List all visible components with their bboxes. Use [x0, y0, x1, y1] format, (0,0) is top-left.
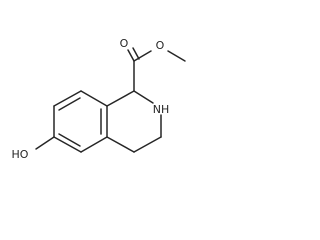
hydroxyl-bond	[35, 136, 55, 150]
ester-group	[127, 47, 186, 92]
bond	[58, 133, 81, 147]
bond	[132, 47, 140, 60]
bond	[80, 90, 108, 107]
molecule-structure: O O NH HO	[12, 37, 186, 161]
saturated-ring	[106, 90, 162, 153]
bond	[106, 90, 135, 107]
bond	[58, 97, 81, 111]
amine-label: NH	[153, 103, 170, 116]
bond	[106, 136, 135, 153]
bond	[167, 50, 186, 62]
ester-oxygen-label: O	[156, 39, 165, 52]
bond	[133, 50, 152, 62]
bond	[133, 136, 162, 153]
bond	[53, 136, 82, 153]
hydroxyl-label: HO	[12, 148, 29, 161]
bond	[53, 90, 82, 107]
bond	[127, 49, 135, 62]
carbonyl-oxygen-label: O	[120, 37, 129, 50]
aromatic-ring	[53, 90, 108, 153]
bond	[80, 136, 108, 153]
bond	[133, 90, 154, 104]
